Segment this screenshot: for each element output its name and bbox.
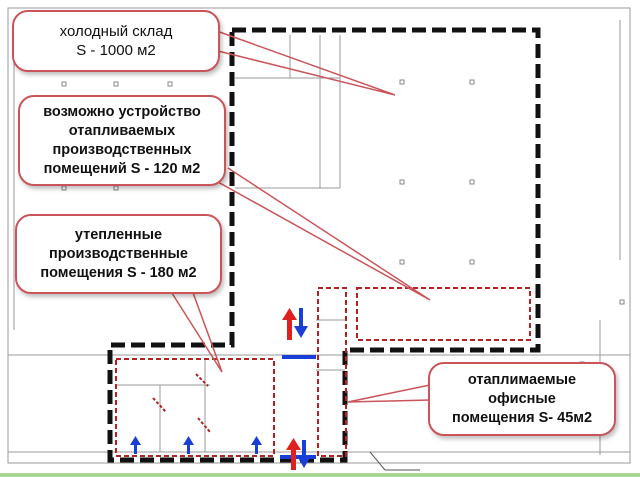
callout-text: производственные bbox=[49, 245, 188, 262]
callout-text: помещений S - 120 м2 bbox=[43, 160, 201, 177]
arrow-up-icon bbox=[130, 436, 141, 454]
callout-insulated-production: утепленные производственные помещения S … bbox=[15, 214, 222, 294]
inflow-arrows bbox=[130, 436, 262, 454]
pointer-lines bbox=[169, 29, 431, 403]
building-outline bbox=[107, 27, 541, 463]
callout-text: производственных bbox=[52, 141, 192, 158]
entry-arrows-top bbox=[282, 308, 308, 340]
callout-text: офисные bbox=[488, 390, 556, 407]
arrow-up-icon bbox=[286, 438, 301, 470]
callout-text: помещения S- 45м2 bbox=[451, 409, 593, 426]
callout-heated-offices: отаплимаемые офисные помещения S- 45м2 bbox=[428, 362, 616, 436]
callout-text: возможно устройство bbox=[43, 103, 201, 120]
callout-text: S - 1000 м2 bbox=[76, 42, 156, 59]
callout-text: утепленные bbox=[74, 226, 163, 243]
callout-text: отаплимаемые bbox=[467, 371, 577, 388]
arrow-up-icon bbox=[251, 436, 262, 454]
heated-zones bbox=[115, 287, 531, 457]
callout-possible-heated: возможно устройство отапливаемых произво… bbox=[18, 95, 226, 186]
partition-marks bbox=[152, 373, 211, 433]
bottom-border bbox=[0, 473, 640, 477]
callout-text: помещения S - 180 м2 bbox=[40, 264, 197, 281]
arrow-down-icon bbox=[297, 440, 311, 468]
doors bbox=[280, 355, 316, 459]
arrow-up-icon bbox=[282, 308, 297, 340]
stamp-mark bbox=[369, 451, 420, 471]
arrow-down-icon bbox=[294, 308, 308, 338]
arrow-up-icon bbox=[183, 436, 194, 454]
callout-text: отапливаемых bbox=[68, 122, 176, 139]
entry-arrows-bottom bbox=[286, 438, 311, 470]
callout-text: холодный склад bbox=[59, 23, 173, 40]
callout-cold-warehouse: холодный склад S - 1000 м2 bbox=[12, 10, 220, 72]
